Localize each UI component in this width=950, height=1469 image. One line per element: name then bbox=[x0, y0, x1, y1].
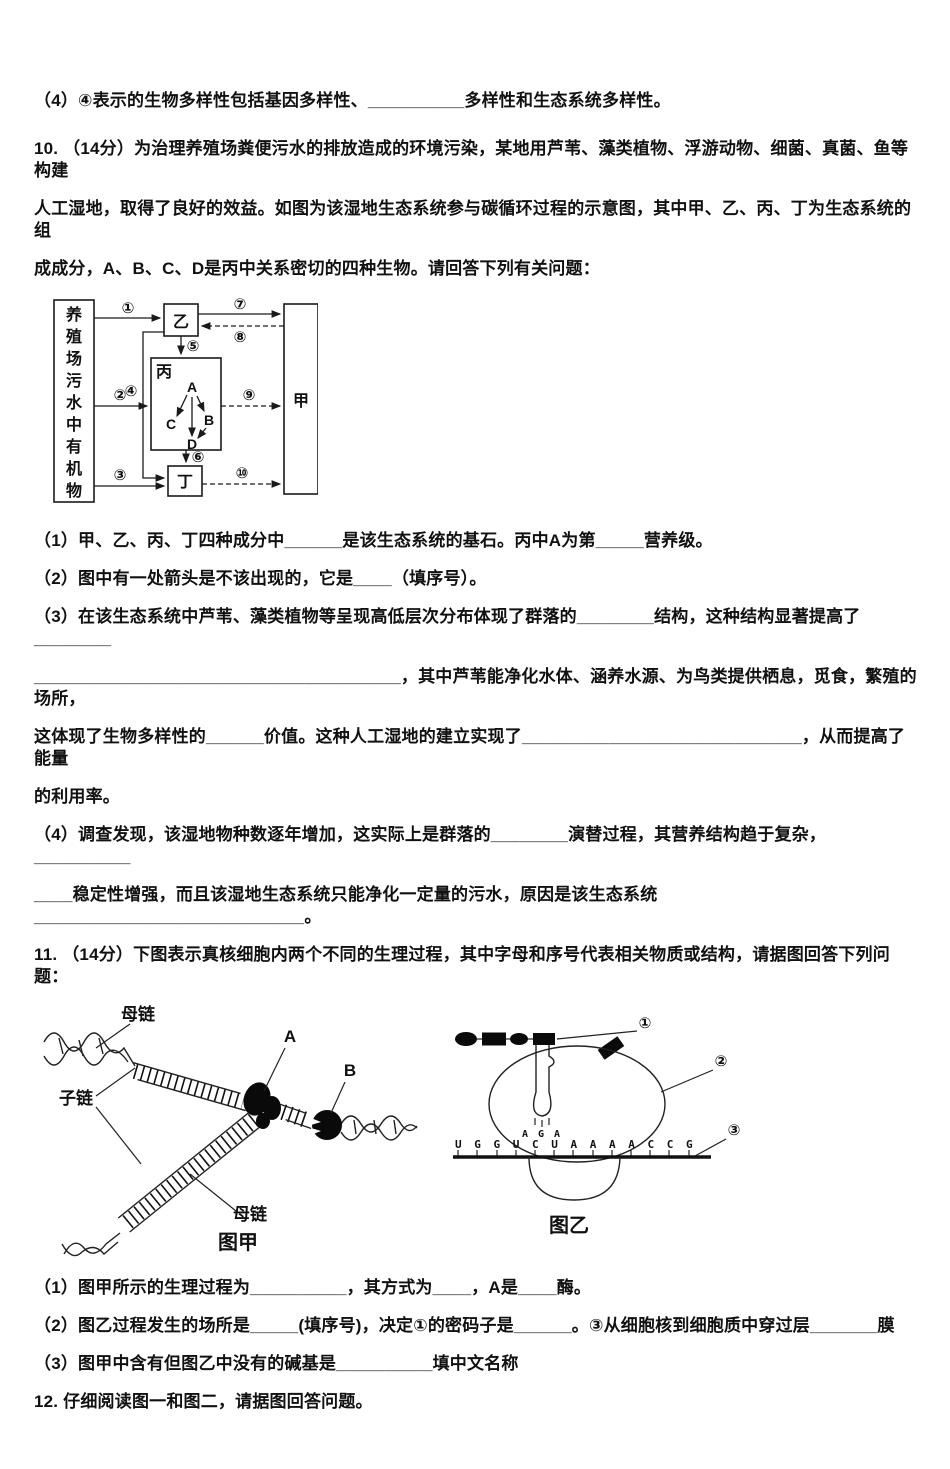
figure-yi-labels: ① ② ③ 图乙 bbox=[549, 1015, 740, 1237]
figure-jia-caption: 图甲 bbox=[218, 1231, 258, 1254]
q10-sub4a: （4）调查发现，该湿地物种数逐年增加，这实际上是群落的________演替过程，… bbox=[34, 825, 827, 866]
source-char: 养 bbox=[65, 305, 83, 324]
arrow-number-labels: ① ② ③ ④ ⑤ ⑥ ⑦ ⑧ ⑨ ⑩ bbox=[114, 296, 256, 484]
label-mother-strand-bottom: 母链 bbox=[233, 1204, 268, 1224]
callout-1: ① bbox=[639, 1015, 652, 1032]
arrow-num-3: ③ bbox=[114, 467, 127, 484]
q11-sub1: （1）图甲所示的生理过程为__________，其方式为____，A是____酶… bbox=[34, 1278, 592, 1297]
box-jia bbox=[283, 303, 318, 495]
organism-d: D bbox=[187, 436, 197, 452]
q10-sub3a: （3）在该生态系统中芦苇、藻类植物等呈现高低层次分布体现了群落的________… bbox=[34, 607, 861, 648]
source-char: 有 bbox=[66, 437, 82, 456]
arrow-num-8: ⑧ bbox=[234, 329, 247, 346]
organism-c: C bbox=[166, 416, 176, 432]
source-char: 污 bbox=[66, 371, 82, 390]
label-ding: 丁 bbox=[177, 474, 193, 491]
q11-sub3: （3）图甲中含有但图乙中没有的碱基是__________填中文名称 bbox=[34, 1354, 519, 1373]
carbon-cycle-svg: 养 殖 场 污 水 中 有 机 物 乙 甲 丙 丁 A B C D bbox=[53, 296, 318, 503]
source-char: 物 bbox=[66, 481, 82, 500]
organism-b: B bbox=[204, 412, 214, 428]
q10-intro-line1: 10. （14分）为治理养殖场粪便污水的排放造成的环境污染，某地用芦苇、藻类植物… bbox=[34, 139, 909, 180]
arrow-num-1: ① bbox=[122, 300, 135, 317]
arrow-num-10: ⑩ bbox=[236, 465, 249, 482]
source-char: 中 bbox=[66, 415, 82, 434]
bing-food-web: A B C D bbox=[166, 379, 214, 452]
arrow-num-7: ⑦ bbox=[234, 296, 247, 313]
q10-sub1: （1）甲、乙、丙、丁四种成分中______是该生态系统的基石。丙中A为第____… bbox=[34, 531, 713, 550]
figure-yi-caption: 图乙 bbox=[549, 1214, 589, 1237]
flow-arrows bbox=[94, 310, 284, 490]
organism-a: A bbox=[187, 379, 197, 395]
figure-yi-translation: A G A U G G U C U A A A A C C G bbox=[453, 1015, 740, 1237]
trna: A G A bbox=[522, 1045, 562, 1140]
source-char: 机 bbox=[66, 459, 82, 478]
label-mother-strand-top: 母链 bbox=[121, 1004, 156, 1024]
enzyme-b-blob bbox=[311, 1110, 342, 1140]
label-bing: 丙 bbox=[156, 363, 172, 381]
dna-helix-art bbox=[43, 1032, 418, 1257]
figure-jia-labels: 母链 A B 子链 母链 图甲 bbox=[59, 1004, 356, 1254]
arrow-num-4: ④ bbox=[125, 383, 138, 400]
mrna: U G G U C U A A A A C C G bbox=[453, 1138, 711, 1159]
arrow-num-2: ② bbox=[114, 387, 127, 404]
box-ding bbox=[167, 465, 203, 497]
sewage-source-box bbox=[53, 299, 95, 503]
arrow-num-5: ⑤ bbox=[187, 338, 200, 355]
q10-sub4b: ____稳定性增强，而且该湿地生态系统只能净化一定量的污水，原因是该生态系统__… bbox=[34, 885, 658, 926]
q10-sub2: （2）图中有一处箭头是不该出现的，它是____（填序号）。 bbox=[34, 569, 487, 588]
label-yi: 乙 bbox=[173, 314, 189, 331]
source-char: 水 bbox=[66, 393, 83, 412]
q10-sub3b: ______________________________________，其… bbox=[34, 667, 917, 708]
callout-3: ③ bbox=[728, 1122, 741, 1139]
mrna-sequence: U G G U C U A A A A C C G bbox=[455, 1138, 696, 1151]
q12-intro: 12. 仔细阅读图一和图二，请据图回答问题。 bbox=[34, 1392, 373, 1411]
carbon-cycle-diagram: 养 殖 场 污 水 中 有 机 物 乙 甲 丙 丁 A B C D bbox=[46, 296, 922, 508]
callout-2: ② bbox=[715, 1053, 728, 1070]
anticodon-letters: A G A bbox=[522, 1129, 562, 1140]
figure-jia-dna-replication: 母链 A B 子链 母链 图甲 bbox=[43, 1004, 418, 1257]
q11-figures: 母链 A B 子链 母链 图甲 bbox=[38, 1004, 922, 1259]
sewage-source-label: 养 殖 场 污 水 中 有 机 物 bbox=[65, 305, 83, 500]
q10-sub3c: 这体现了生物多样性的______价值。这种人工湿地的建立实现了_________… bbox=[34, 727, 906, 768]
q10-sub3d: 的利用率。 bbox=[34, 787, 120, 806]
label-jia: 甲 bbox=[293, 392, 309, 410]
q9-part4-line: （4）④表示的生物多样性包括基因多样性、__________多样性和生态系统多样… bbox=[34, 91, 671, 110]
source-char: 场 bbox=[66, 350, 82, 368]
q11-intro: 11. （14分）下图表示真核细胞内两个不同的生理过程，其中字母和序号代表相关物… bbox=[34, 945, 890, 986]
polypeptide-chain bbox=[455, 1032, 555, 1046]
free-amino-acid bbox=[597, 1036, 625, 1060]
arrow-num-9: ⑨ bbox=[243, 387, 256, 404]
source-char: 殖 bbox=[65, 327, 82, 346]
arrow-num-6: ⑥ bbox=[192, 449, 205, 466]
ribosome-small-subunit bbox=[528, 1156, 621, 1201]
diagram-boxes bbox=[53, 299, 318, 503]
q10-intro-line3: 成成分，A、B、C、D是丙中关系密切的四种生物。请回答下列有关问题： bbox=[34, 259, 600, 278]
label-child-strand: 子链 bbox=[59, 1088, 94, 1108]
label-enzyme-b: B bbox=[344, 1061, 356, 1080]
q10-intro-line2: 人工湿地，取得了良好的效益。如图为该湿地生态系统参与碳循环过程的示意图，其中甲、… bbox=[34, 199, 912, 240]
q11-sub2: （2）图乙过程发生的场所是_____(填序号)，决定①的密码子是______。③… bbox=[34, 1316, 895, 1335]
ribosome-large-subunit bbox=[488, 1045, 666, 1163]
label-enzyme-a: A bbox=[284, 1027, 296, 1046]
